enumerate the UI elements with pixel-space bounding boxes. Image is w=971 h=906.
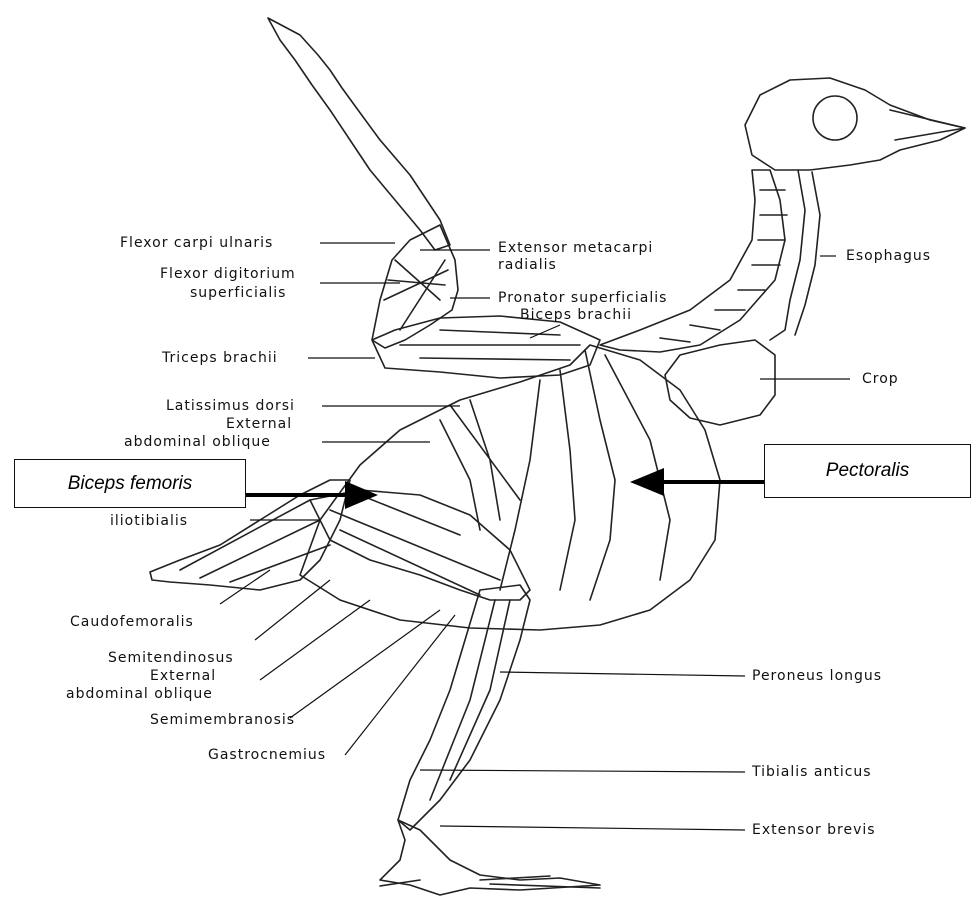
- label-external-oblique-upper-2: abdominal oblique: [124, 434, 271, 450]
- skull: [745, 78, 965, 170]
- label-esophagus: Esophagus: [846, 248, 931, 264]
- label-extensor-metacarpi-2: radialis: [498, 257, 557, 273]
- label-tibialis-anticus: Tibialis anticus: [752, 764, 872, 780]
- label-biceps-brachii: Biceps brachii: [520, 307, 632, 323]
- label-extensor-metacarpi-1: Extensor metacarpi: [498, 240, 653, 256]
- upper-arm: [372, 316, 600, 378]
- label-external-oblique-lower-2: abdominal oblique: [66, 686, 213, 702]
- label-latissimus-dorsi: Latissimus dorsi: [166, 398, 295, 414]
- label-peroneus-longus: Peroneus longus: [752, 668, 882, 684]
- label-semimembranosis: Semimembranosis: [150, 712, 295, 728]
- label-external-oblique-upper-1: External: [226, 416, 292, 432]
- label-flexor-carpi-ulnaris: Flexor carpi ulnaris: [120, 235, 273, 251]
- callout-biceps-femoris: Biceps femoris: [14, 459, 246, 508]
- label-flexor-digitorum-1: Flexor digitorium: [160, 266, 296, 282]
- label-flexor-digitorum-2: superficialis: [190, 285, 286, 301]
- label-gastrocnemius: Gastrocnemius: [208, 747, 326, 763]
- label-extensor-brevis: Extensor brevis: [752, 822, 876, 838]
- crop-shape: [665, 340, 775, 425]
- label-external-oblique-lower-1: External: [150, 668, 216, 684]
- label-caudofemoralis: Caudofemoralis: [70, 614, 194, 630]
- label-pronator-superficialis: Pronator superficialis: [498, 290, 667, 306]
- label-semitendinosus: Semitendinosus: [108, 650, 234, 666]
- callout-pectoralis: Pectoralis: [764, 444, 971, 498]
- wing-tip: [268, 18, 450, 250]
- label-iliotibialis: iliotibialis: [110, 513, 188, 529]
- esophagus-tube: [770, 170, 820, 340]
- label-triceps-brachii: Triceps brachii: [162, 350, 278, 366]
- label-crop: Crop: [862, 371, 899, 387]
- arrows: [245, 468, 764, 509]
